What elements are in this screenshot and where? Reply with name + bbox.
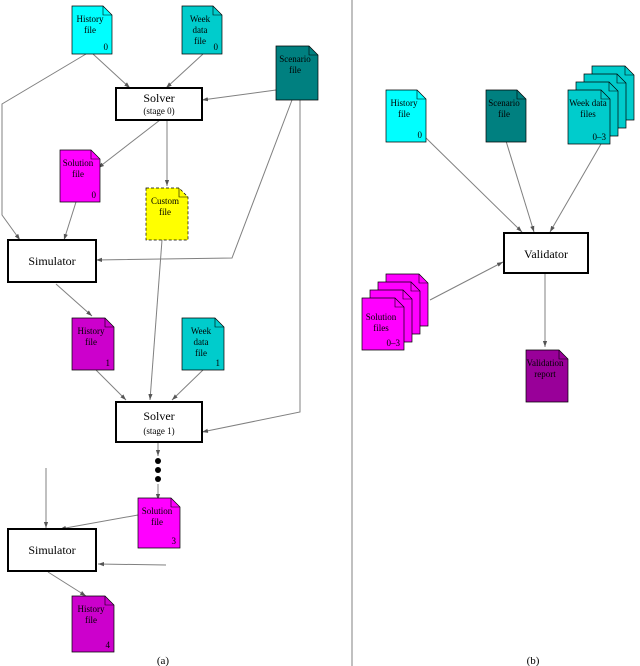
file-label: file [85, 615, 97, 625]
file-label: Scenario [488, 98, 520, 108]
box-label: (stage 1) [143, 426, 174, 436]
box-label: Solver [143, 409, 174, 423]
file-label: Custom [151, 196, 179, 206]
edge-scenario-solver1 [201, 100, 301, 433]
file-index: 0–3 [387, 338, 401, 348]
continuation-dots [155, 458, 161, 482]
file-label: file [84, 25, 96, 35]
caption-b: (b) [527, 655, 540, 666]
box-label: Validator [524, 247, 568, 261]
file-index: 4 [106, 640, 111, 650]
file-label: Week [190, 14, 211, 24]
simulator-box-1: Simulator [7, 239, 97, 283]
file-label: file [194, 36, 206, 46]
file-label: file [159, 207, 171, 217]
validator-box: Validator [503, 232, 589, 274]
file-index: 0 [214, 42, 219, 52]
file-label: Week [191, 326, 212, 336]
box-label: Simulator [28, 543, 75, 557]
file-label: file [398, 109, 410, 119]
simulator-box-2: Simulator [7, 528, 97, 572]
box-label: Simulator [28, 254, 75, 268]
box-label: Solver [143, 91, 174, 105]
solver-stage-1-box: Solver (stage 1) [115, 401, 203, 443]
file-label: file [85, 337, 97, 347]
edge-scenariob-validator [505, 140, 535, 233]
edge-history0-simulator1 [1, 53, 87, 241]
file-label: History [78, 604, 106, 614]
edge-weekb-validator [549, 143, 602, 233]
file-label: file [72, 169, 84, 179]
edge-solution3-simulator2 [59, 514, 139, 531]
file-index: 1 [216, 358, 221, 368]
file-label: file [195, 348, 207, 358]
dot [155, 458, 161, 464]
edge-week0-solver0 [165, 53, 204, 89]
file-index: 3 [172, 536, 177, 546]
caption-a: (a) [157, 655, 170, 666]
file-label: Solution [63, 158, 94, 168]
file-label: History [391, 98, 419, 108]
file-index: 0 [418, 130, 423, 140]
file-icons: Historyfile0Weekdatafile0ScenariofileSol… [59, 5, 635, 653]
file-label: Solution [142, 506, 173, 516]
file-label: data [194, 337, 209, 347]
file-label: data [193, 25, 208, 35]
file-label: file [289, 65, 301, 75]
file-index: 0 [104, 42, 109, 52]
edge-custom-solver1 [148, 239, 163, 401]
dot [155, 476, 161, 482]
edge-simulator1-history1 [55, 283, 93, 317]
file-label: file [498, 109, 510, 119]
edge-history1-solver1 [95, 369, 127, 401]
edge-week1-solver1 [171, 369, 204, 401]
file-label: Validation [527, 358, 564, 368]
edge-simulator2-history4 [47, 571, 87, 597]
file-index: 0–3 [593, 132, 607, 142]
file-label: files [373, 323, 389, 333]
edge-solutionsb-validator [429, 261, 504, 301]
solver-stage-0-box: Solver(stage 0) [115, 87, 203, 121]
file-label: Solution [366, 312, 397, 322]
file-label: files [580, 109, 596, 119]
file-label: Scenario [279, 54, 311, 64]
edge-scenario-in-simulator2 [97, 561, 167, 567]
file-label: History [77, 14, 105, 24]
edge-solution0-simulator1 [63, 201, 77, 241]
edge-history0-solver0 [92, 53, 131, 89]
file-label: Week data [569, 98, 607, 108]
file-label: file [151, 517, 163, 527]
edge-historyb-validator [425, 137, 523, 233]
box-label: (stage 0) [143, 106, 174, 116]
file-index: 1 [106, 358, 111, 368]
file-index: 0 [92, 190, 97, 200]
file-label: History [78, 326, 106, 336]
edge-scenario-solver0 [201, 89, 277, 102]
edges [1, 53, 602, 597]
file-label: report [534, 369, 556, 379]
dot [155, 467, 161, 473]
edge-scenario-simulator1 [95, 99, 293, 263]
edge-solver0-solution0 [97, 119, 161, 169]
